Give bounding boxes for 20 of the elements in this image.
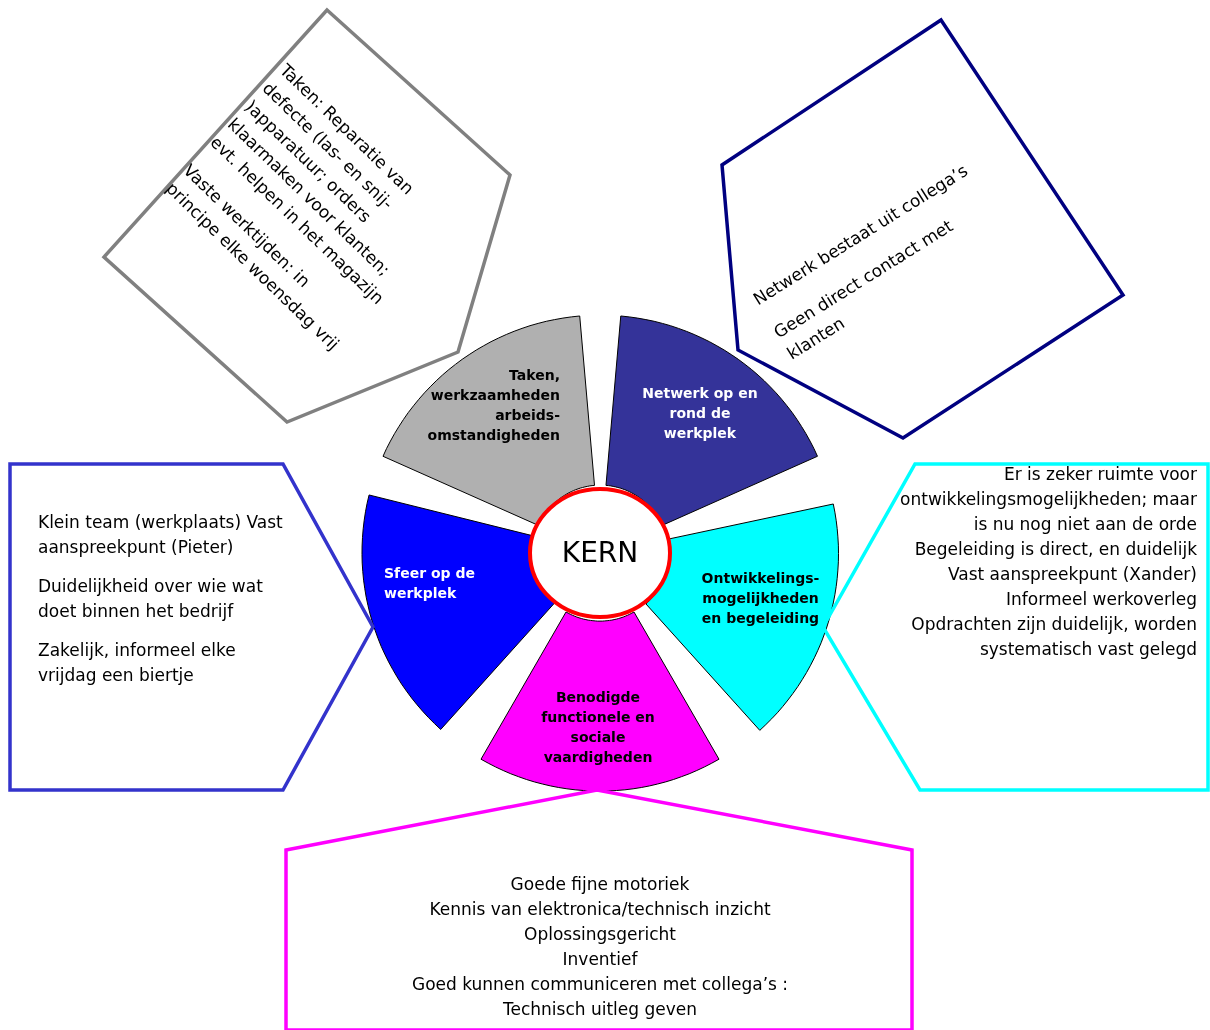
callout-text: Informeel werkoverleg — [1005, 588, 1197, 611]
callout-text: Duidelijkheid over wie wat doet binnen het bedrijf — [38, 575, 264, 623]
callout-text: Begeleiding is direct, en duidelijk — [913, 538, 1197, 561]
center-label: KERN — [560, 535, 640, 571]
segment-label: Taken, werkzaamheden arbeids- omstandigheden — [426, 366, 560, 445]
callout-text: Opdrachten zijn duidelijk, worden systematisch vast gelegd — [910, 613, 1197, 661]
callout-text: Technisch uitleg geven — [501, 998, 698, 1021]
callout-text: Goede fijne motoriek — [509, 873, 691, 896]
callout-text: Goed kunnen communiceren met collega’s : — [410, 973, 790, 996]
callout-text: Klein team (werkplaats) Vast aanspreekpunt (Pieter) — [38, 511, 283, 559]
callout-text: Inventief — [561, 948, 639, 971]
callout-text: Oplossingsgericht — [523, 923, 677, 946]
segment-label: Ontwikkelings- mogelijkheden en begeleiding — [700, 569, 821, 628]
callout-text: Er is zeker ruimte voor ontwikkelingsmogelijkheden; maar is nu nog niet aan de orde — [900, 463, 1197, 536]
segment-label: Sfeer op de werkplek — [384, 564, 476, 603]
segment-label: Benodigde functionele en sociale vaardigheden — [540, 688, 656, 767]
callout-text: Vast aanspreekpunt (Xander) — [946, 563, 1197, 586]
segment-label: Netwerk op en rond de werkplek — [641, 384, 759, 443]
callout-text: Kennis van elektronica/technisch inzicht — [428, 898, 772, 921]
callout-text: Zakelijk, informeel elke vrijdag een biertje — [38, 639, 237, 687]
